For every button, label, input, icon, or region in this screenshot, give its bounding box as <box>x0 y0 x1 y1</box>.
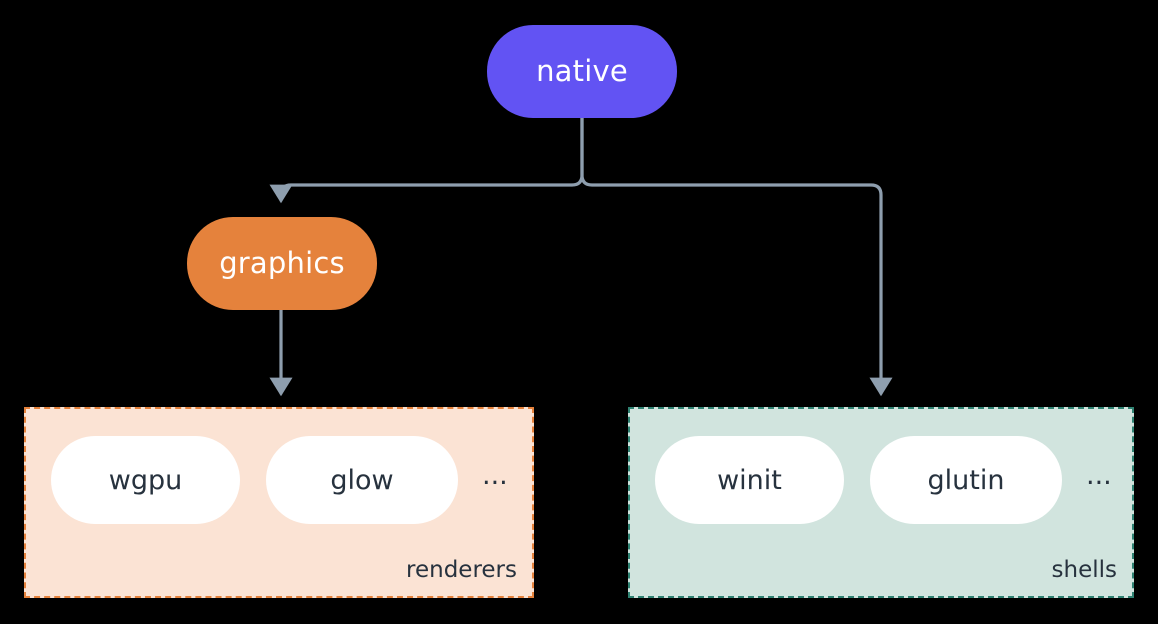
group-shells: winit glutin ... shells <box>628 407 1134 598</box>
node-graphics-label: graphics <box>219 246 345 280</box>
node-native-label: native <box>536 54 628 88</box>
leaf-wgpu[interactable]: wgpu <box>51 436 240 524</box>
leaf-winit-label: winit <box>717 464 782 496</box>
edge-native-to-shells <box>580 116 893 397</box>
leaf-glutin[interactable]: glutin <box>870 436 1062 524</box>
renderers-overflow-ellipsis: ... <box>482 459 508 491</box>
leaf-winit[interactable]: winit <box>655 436 844 524</box>
edge-native-to-graphics <box>269 116 584 204</box>
group-renderers-items: wgpu glow ... <box>51 436 508 524</box>
leaf-glow-label: glow <box>330 464 394 496</box>
node-graphics[interactable]: graphics <box>187 217 377 310</box>
node-native[interactable]: native <box>487 25 677 118</box>
shells-overflow-ellipsis: ... <box>1086 459 1112 491</box>
leaf-wgpu-label: wgpu <box>108 464 183 496</box>
group-shells-items: winit glutin ... <box>655 436 1112 524</box>
leaf-glow[interactable]: glow <box>266 436 458 524</box>
group-shells-caption: shells <box>1051 557 1117 583</box>
group-renderers: wgpu glow ... renderers <box>24 407 534 598</box>
group-renderers-caption: renderers <box>406 557 517 583</box>
leaf-glutin-label: glutin <box>927 464 1005 496</box>
